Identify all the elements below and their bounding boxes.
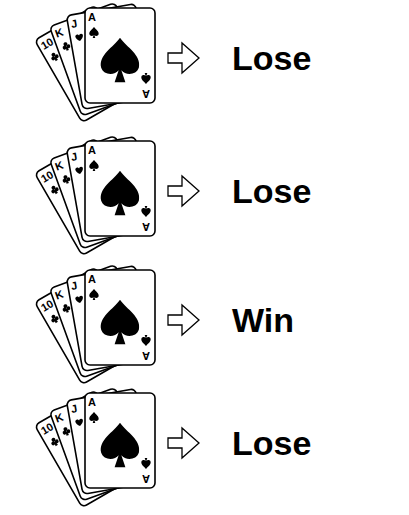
card-index: J — [70, 150, 78, 163]
card-index: A — [88, 11, 96, 23]
outcome-label: Lose — [232, 423, 311, 463]
card-index: 10 — [39, 168, 56, 185]
card-index: J — [70, 17, 78, 30]
suit-symbol — [61, 303, 71, 314]
outline-arrow — [168, 428, 199, 458]
spade-pip — [101, 38, 139, 83]
heart-pip — [75, 34, 84, 42]
club-stem — [65, 46, 69, 51]
card-index: K — [53, 159, 65, 173]
card-index: A — [140, 88, 152, 100]
suit-symbol — [141, 335, 150, 346]
inverted-index-suit — [141, 73, 150, 84]
outcome-label: Lose — [232, 171, 311, 211]
club-stem — [54, 56, 58, 61]
card-outline — [85, 141, 155, 236]
suit-symbol — [141, 206, 150, 217]
suit-symbol — [101, 300, 139, 345]
club-stem — [54, 441, 58, 446]
card-index: K — [53, 411, 65, 425]
outline-arrow — [168, 176, 199, 206]
suit-symbol — [89, 27, 98, 38]
suit-symbol — [61, 41, 71, 52]
card-index: K — [53, 288, 65, 302]
playing-card — [85, 393, 155, 488]
spade-pip — [89, 412, 98, 423]
suit-symbol — [101, 423, 139, 468]
suit-symbol — [75, 34, 84, 42]
inverted-index-suit — [141, 335, 150, 346]
outcome-label: Lose — [232, 38, 311, 78]
club-stem — [65, 308, 69, 313]
card-index: 10 — [39, 297, 56, 314]
card-index: A — [140, 473, 152, 485]
card-index: A — [88, 144, 96, 156]
card-index: 10 — [39, 35, 56, 52]
heart-pip — [75, 419, 84, 427]
inverted-index-suit — [141, 206, 150, 217]
suit-symbol — [141, 458, 150, 469]
card-outline — [85, 393, 155, 488]
spade-pip — [101, 300, 139, 345]
heart-pip — [75, 167, 84, 175]
club-stem — [54, 189, 58, 194]
suit-symbol — [75, 296, 84, 304]
suit-symbol — [75, 419, 84, 427]
spade-pip — [89, 160, 98, 171]
card-hand — [35, 388, 199, 508]
outline-arrow — [168, 305, 199, 335]
spade-pip — [141, 458, 150, 469]
outline-arrow — [168, 43, 199, 73]
card-outline — [85, 270, 155, 365]
spade-pip — [89, 27, 98, 38]
suit-symbol — [141, 73, 150, 84]
card-hand — [35, 265, 199, 385]
playing-card — [85, 8, 155, 103]
playing-card — [85, 141, 155, 236]
spade-pip — [141, 206, 150, 217]
card-index: A — [88, 273, 96, 285]
club-stem — [65, 431, 69, 436]
outcome-label: Win — [232, 300, 294, 340]
spade-pip — [101, 171, 139, 216]
spade-pip — [89, 289, 98, 300]
heart-pip — [75, 296, 84, 304]
card-outline — [85, 8, 155, 103]
suit-symbol — [61, 426, 71, 437]
suit-symbol — [89, 160, 98, 171]
suit-symbol — [89, 289, 98, 300]
card-index: A — [140, 221, 152, 233]
inverted-index-suit — [141, 458, 150, 469]
club-stem — [54, 318, 58, 323]
card-hand — [35, 136, 199, 256]
playing-card — [85, 270, 155, 365]
spade-pip — [141, 335, 150, 346]
card-index: J — [70, 402, 78, 415]
card-index: A — [140, 350, 152, 362]
spade-pip — [101, 423, 139, 468]
club-stem — [65, 179, 69, 184]
suit-symbol — [61, 174, 71, 185]
spade-pip — [141, 73, 150, 84]
suit-symbol — [89, 412, 98, 423]
card-index: K — [53, 26, 65, 40]
suit-symbol — [101, 171, 139, 216]
card-index: 10 — [39, 420, 56, 437]
card-index: A — [88, 396, 96, 408]
suit-symbol — [75, 167, 84, 175]
suit-symbol — [101, 38, 139, 83]
card-index: J — [70, 279, 78, 292]
card-hand — [35, 3, 199, 123]
